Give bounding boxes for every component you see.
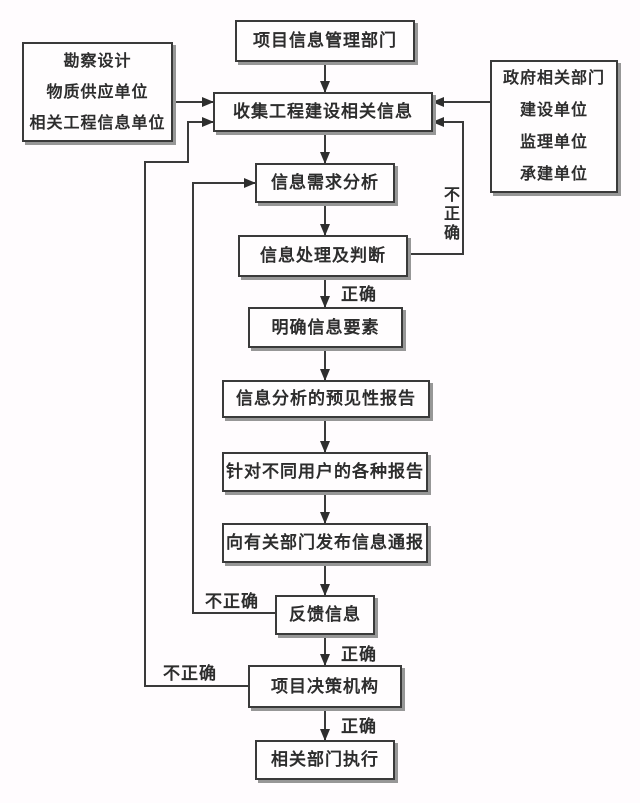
node-label: 向有关部门发布信息通报: [226, 533, 424, 553]
edge-decision-incorrect-to-collect: [144, 117, 248, 687]
node-predictive-report: 信息分析的预见性报告: [222, 380, 430, 418]
node-label: 反馈信息: [289, 605, 361, 625]
edge-label-incorrect-feedback: 不正确: [205, 592, 259, 611]
node-label: 信息处理及判断: [260, 246, 386, 266]
node-feedback-info: 反馈信息: [275, 595, 375, 635]
node-publish-bulletin: 向有关部门发布信息通报: [222, 523, 428, 563]
node-label: 收集工程建设相关信息: [233, 102, 413, 122]
node-label: 监理单位: [519, 133, 588, 151]
node-project-info-dept: 项目信息管理部门: [235, 20, 415, 62]
node-label: 项目决策机构: [271, 676, 379, 696]
node-label: 明确信息要素: [271, 317, 380, 337]
edge-label-incorrect-process: 不正确: [441, 186, 458, 243]
node-label: 信息分析的预见性报告: [236, 389, 416, 409]
node-label: 建设单位: [519, 101, 588, 119]
edge-feedback-incorrect-to-demand: [192, 178, 275, 614]
node-label: 项目信息管理部门: [253, 31, 397, 51]
node-execute-dept: 相关部门执行: [255, 740, 395, 780]
node-process-judge: 信息处理及判断: [238, 235, 408, 277]
node-survey-sources: 勘察设计 物质供应单位 相关工程信息单位: [22, 42, 173, 142]
node-label: 承建单位: [519, 165, 588, 183]
node-user-reports: 针对不同用户的各种报告: [222, 452, 428, 492]
node-label: 针对不同用户的各种报告: [226, 462, 424, 482]
node-label: 政府相关部门: [502, 69, 605, 87]
node-label: 信息需求分析: [271, 173, 379, 193]
edge-label-incorrect-decision: 不正确: [163, 664, 217, 683]
node-demand-analysis: 信息需求分析: [255, 163, 395, 203]
node-government-sources: 政府相关部门 建设单位 监理单位 承建单位: [490, 60, 618, 193]
node-clarify-elements: 明确信息要素: [248, 307, 403, 348]
node-collect-info: 收集工程建设相关信息: [213, 92, 433, 132]
node-label: 勘察设计: [63, 52, 132, 70]
edge-label-correct-process: 正确: [341, 285, 377, 304]
node-label: 相关部门执行: [271, 750, 379, 770]
node-label: 物质供应单位: [46, 83, 149, 101]
node-label: 相关工程信息单位: [29, 114, 166, 132]
edge-label-correct-feedback: 正确: [341, 645, 377, 664]
edge-label-correct-decision: 正确: [341, 717, 377, 736]
edge-process-incorrect-to-collect: [408, 117, 464, 255]
node-decision-body: 项目决策机构: [248, 665, 402, 708]
